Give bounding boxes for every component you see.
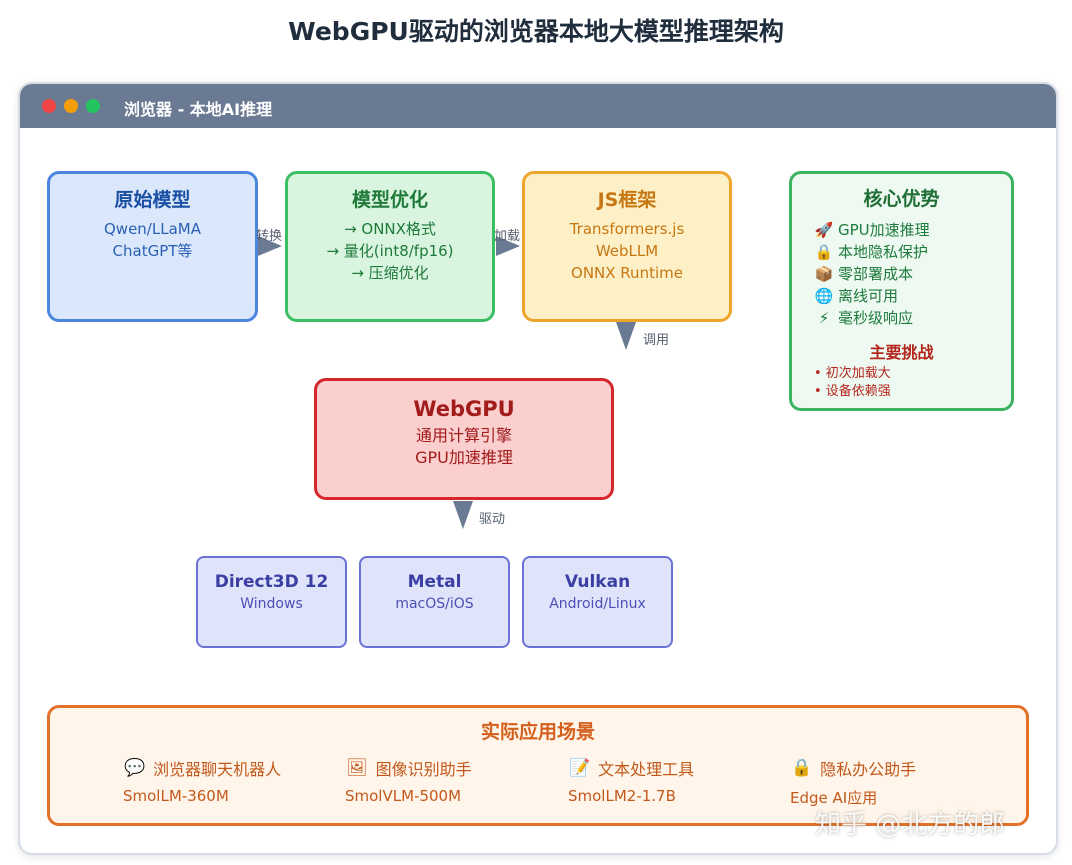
maximize-dot-icon[interactable] — [86, 99, 100, 113]
webgpu-line: 通用计算引擎 — [415, 426, 512, 445]
arrow-label-convert: 转换 — [256, 229, 283, 244]
challenge-item: • 初次加载大 — [814, 366, 891, 381]
backend-metal-box: Metal macOS/iOS — [359, 556, 510, 648]
original-model-line: Qwen/LLaMA — [104, 220, 201, 238]
model-optimize-lines: → ONNX格式 → 量化(int8/fp16) → 压缩优化 — [288, 218, 492, 284]
lightning-icon: ⚡ — [818, 309, 830, 327]
advantages-title: 核心优势 — [863, 188, 940, 210]
advantage-text: GPU加速推理 — [838, 221, 930, 239]
advantage-text: 零部署成本 — [838, 265, 914, 283]
arrow-label-call: 调用 — [643, 333, 670, 348]
minimize-dot-icon[interactable] — [64, 99, 78, 113]
advantage-item: 🚀GPU加速推理 — [814, 219, 1011, 241]
js-framework-title: JS框架 — [597, 189, 657, 211]
webgpu-box: WebGPU 通用计算引擎 GPU加速推理 — [314, 378, 614, 500]
watermark: 知乎 @北方的郎 — [815, 810, 1006, 840]
scenario-text-model: SmolLM2-1.7B — [568, 787, 676, 805]
chat-bubble-icon: 💬 — [124, 758, 146, 778]
advantage-text: 毫秒级响应 — [838, 309, 914, 327]
webgpu-lines: 通用计算引擎 GPU加速推理 — [317, 425, 611, 469]
window-title: 浏览器 - 本地AI推理 — [124, 100, 273, 119]
rocket-icon: 🚀 — [814, 221, 834, 239]
scenario-image-label: 🖼 图像识别助手 — [346, 756, 472, 780]
advantages-list: 🚀GPU加速推理 🔒本地隐私保护 📦零部署成本 🌐离线可用 ⚡ 毫秒级响应 — [814, 219, 1011, 329]
advantage-text: 离线可用 — [838, 287, 899, 305]
backend-direct3d-box: Direct3D 12 Windows — [196, 556, 347, 648]
scenario-office-label: 🔒 隐私办公助手 — [791, 756, 916, 780]
picture-icon: 🖼 — [346, 758, 368, 778]
challenges-title: 主要挑战 — [869, 343, 934, 362]
advantages-panel: 核心优势 🚀GPU加速推理 🔒本地隐私保护 📦零部署成本 🌐离线可用 ⚡ 毫秒级响… — [789, 171, 1014, 411]
scenario-label-text: 隐私办公助手 — [820, 760, 917, 779]
model-optimize-box: 模型优化 → ONNX格式 → 量化(int8/fp16) → 压缩优化 — [285, 171, 495, 322]
page-title: WebGPU驱动的浏览器本地大模型推理架构 — [288, 17, 784, 46]
scenarios-panel: 实际应用场景 — [47, 705, 1029, 826]
close-dot-icon[interactable] — [42, 99, 56, 113]
arrow-call — [616, 322, 636, 350]
advantage-item: 📦零部署成本 — [814, 263, 1011, 285]
arrow-load — [496, 236, 520, 256]
globe-icon: 🌐 — [814, 287, 834, 305]
scenario-label-text: 文本处理工具 — [598, 760, 695, 779]
scenario-image-model: SmolVLM-500M — [345, 787, 462, 805]
backend-name: Direct3D 12 — [214, 572, 329, 592]
webgpu-title: WebGPU — [413, 397, 515, 421]
js-framework-line: ONNX Runtime — [571, 264, 683, 282]
backend-vulkan-box: Vulkan Android/Linux — [522, 556, 673, 648]
scenario-label-text: 图像识别助手 — [375, 760, 472, 779]
js-framework-box: JS框架 Transformers.js WebLLM ONNX Runtime — [522, 171, 732, 322]
model-optimize-line: → 量化(int8/fp16) — [326, 242, 454, 260]
backend-name: Vulkan — [564, 572, 631, 592]
backend-name: Metal — [407, 572, 462, 592]
scenario-office-model: Edge AI应用 — [790, 789, 878, 807]
scenario-text-label: 📝 文本处理工具 — [569, 756, 694, 780]
js-framework-line: Transformers.js — [569, 220, 685, 238]
original-model-lines: Qwen/LLaMA ChatGPT等 — [50, 218, 255, 262]
box-icon: 📦 — [814, 265, 834, 283]
webgpu-line: GPU加速推理 — [415, 448, 513, 467]
backend-platform: Windows — [240, 596, 303, 612]
backend-platform: macOS/iOS — [395, 596, 474, 612]
js-framework-lines: Transformers.js WebLLM ONNX Runtime — [525, 218, 729, 284]
advantage-item: 🌐离线可用 — [814, 285, 1011, 307]
model-optimize-line: → 压缩优化 — [351, 264, 429, 282]
model-optimize-line: → ONNX格式 — [344, 220, 436, 238]
challenges-list: • 初次加载大 • 设备依赖强 — [814, 365, 1011, 401]
arrow-label-load: 加载 — [494, 229, 521, 244]
advantage-text: 本地隐私保护 — [838, 243, 929, 261]
original-model-line: ChatGPT等 — [112, 242, 193, 260]
advantage-item: 🔒本地隐私保护 — [814, 241, 1011, 263]
js-framework-line: WebLLM — [595, 242, 659, 260]
original-model-box: 原始模型 Qwen/LLaMA ChatGPT等 — [47, 171, 258, 322]
challenge-item: • 设备依赖强 — [814, 384, 891, 399]
model-optimize-title: 模型优化 — [351, 189, 428, 211]
scenario-label-text: 浏览器聊天机器人 — [153, 760, 282, 779]
arrow-label-drive: 驱动 — [479, 512, 506, 527]
scenario-chatbot-model: SmolLM-360M — [123, 787, 229, 805]
arrow-drive — [453, 501, 473, 529]
arrow-convert — [258, 236, 282, 256]
scenario-chatbot-label: 💬 浏览器聊天机器人 — [124, 756, 281, 780]
scenarios-title: 实际应用场景 — [480, 721, 595, 743]
advantage-item: ⚡ 毫秒级响应 — [814, 307, 1011, 329]
original-model-title: 原始模型 — [114, 189, 191, 211]
lock-icon: 🔒 — [791, 758, 813, 778]
lock-icon: 🔒 — [814, 243, 834, 261]
window-titlebar: 浏览器 - 本地AI推理 — [20, 84, 1056, 128]
backend-platform: Android/Linux — [549, 596, 646, 612]
memo-icon: 📝 — [569, 758, 591, 778]
